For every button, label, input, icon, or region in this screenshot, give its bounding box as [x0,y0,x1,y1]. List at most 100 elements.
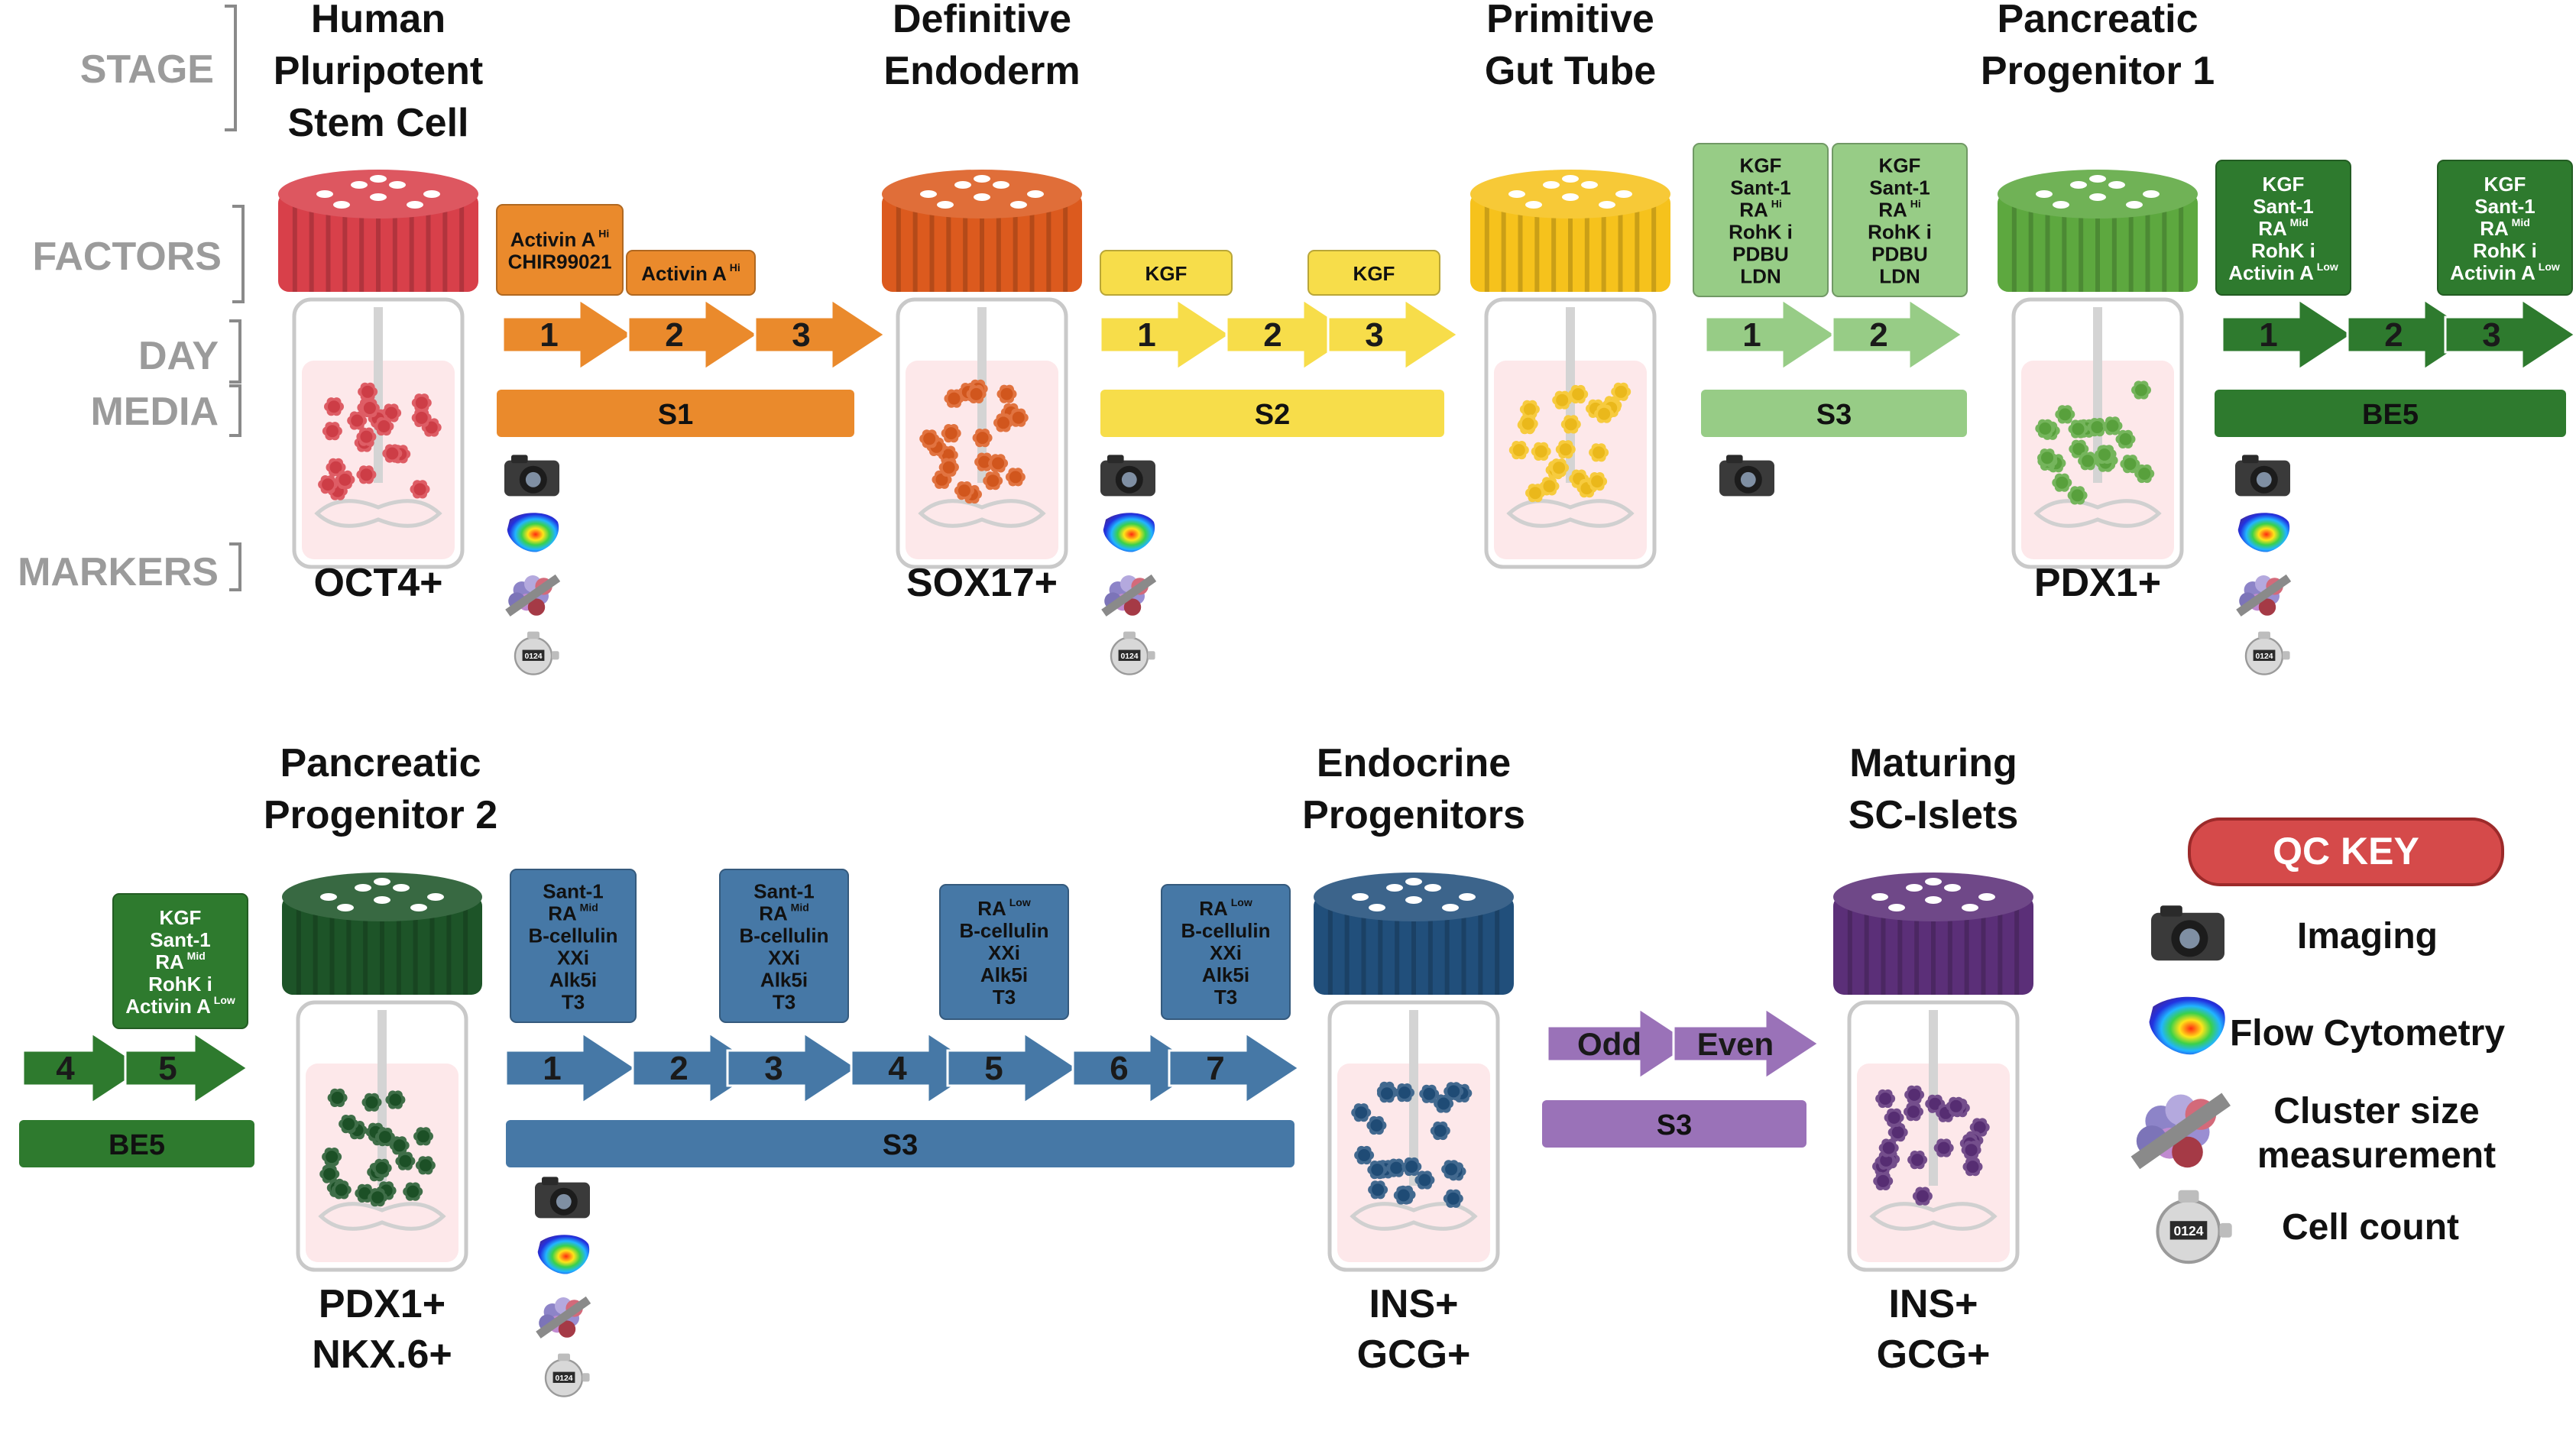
cell [1572,388,1585,400]
factor-text: XXi [557,947,589,970]
cell [331,1091,344,1104]
jar-lid-ridge [1484,203,1489,292]
cell [1423,1087,1436,1100]
cell [378,1131,391,1144]
factor-text: B-cellulin [959,919,1048,942]
cell-cluster [2035,419,2056,438]
cell [385,406,398,419]
jar-lid-hole [1925,878,1942,885]
jar-lid-ridge [2162,203,2167,292]
factor-text: RA Hi [1739,198,1781,222]
cell [358,1187,371,1200]
cell [1447,1192,1460,1205]
cell-cluster [1444,1082,1464,1101]
jar-lid-ridge [2095,203,2100,292]
counter-display [1118,649,1141,661]
cell-cluster [1354,1145,1375,1165]
factor-text: Alk5i [549,969,597,992]
cell-cluster [1434,1094,1454,1113]
cell [1937,1141,1950,1154]
factor-text: RohK i [1868,221,1932,244]
jar-lid-ridge [1495,906,1500,995]
cluster-size-icon [2130,1093,2231,1170]
factor-text: KGF [1353,262,1395,285]
factor-box [1161,884,1291,1020]
cell-cluster [403,1182,423,1201]
cell-cluster [327,1088,348,1107]
cell-counter-icon: 0124 [544,1353,590,1397]
factor-box [1307,250,1440,296]
factor-text: T3 [1214,986,1237,1008]
factor-text: Activin A Low [125,994,235,1018]
jar-lid-hole [1615,190,1632,198]
cell [2072,442,2085,455]
camera-glass [556,1193,572,1209]
factor-text: Sant-1 [150,928,210,951]
day-label: 2 [669,1050,688,1087]
cell [377,420,390,432]
counter-button [527,631,540,639]
counter-button [1123,631,1136,639]
jar-stirrer-bar [314,499,442,528]
factor-box [112,893,248,1029]
jar-lid-ridge [1847,906,1852,995]
factor-text: PDBU [1732,243,1789,266]
cell-cluster [1367,1161,1388,1180]
cell [386,447,399,460]
jar-lid-ridge [2145,203,2150,292]
cell-cluster [1961,1141,1981,1160]
camera-button [511,455,528,464]
day-arrow [1546,1006,1695,1081]
cell-cluster [1878,1138,1899,1157]
cell-cluster [1414,1170,1435,1190]
cluster-cell [2258,598,2276,616]
flow-density [1103,513,1155,552]
jar-lid-ridge [1361,906,1366,995]
stage-title: Primitive [1486,0,1654,41]
cell-cluster [1933,1138,1954,1157]
cell-cluster [1395,1083,1414,1102]
row-label-markers: MARKERS [18,550,219,594]
jar-lid-ridge [1864,906,1869,995]
counter-display [552,1371,575,1383]
day-label: 3 [792,316,810,354]
jar-lid-ridge [459,203,465,292]
cell-cluster [1873,1171,1894,1190]
cell [1447,1085,1460,1098]
factor-text: T3 [562,991,585,1014]
cell [407,1185,420,1198]
cell-counter-icon: 0124 [1110,631,1155,675]
cell-cluster [319,1164,340,1183]
jar-lid-ridge [346,906,352,995]
cell-cluster [1518,414,1538,433]
day-label: 5 [984,1050,1003,1087]
factor-text: RA Low [1199,896,1252,920]
cell [997,416,1009,429]
ruler [1101,574,1157,617]
counter-button [558,1353,570,1361]
cell [399,1154,412,1167]
day-arrow [1831,297,1965,372]
cell-cluster [2102,416,2123,435]
cell-cluster [1552,390,1573,410]
day-arrow [21,1031,147,1106]
cell [978,455,991,468]
jar-lid-ridge [1327,906,1333,995]
factor-text: XXi [988,941,1020,964]
factor-text: RohK i [2251,239,2315,262]
jar-lid-ridge [2111,203,2117,292]
day-label: 1 [2259,316,2277,354]
factor-text: KGF [1145,262,1188,285]
media-bar [1701,390,1967,437]
row-bracket [225,5,237,131]
counter-knob [1148,651,1155,660]
factor-text: B-cellulin [1181,919,1270,942]
jar-lid-hole [1925,896,1942,904]
media-bar [1100,390,1444,437]
stage-title: Endocrine [1317,741,1511,785]
camera-button [2242,455,2259,464]
factor-text: B-cellulin [739,924,828,947]
ruler [2236,574,2292,617]
cell [1405,1161,1418,1173]
